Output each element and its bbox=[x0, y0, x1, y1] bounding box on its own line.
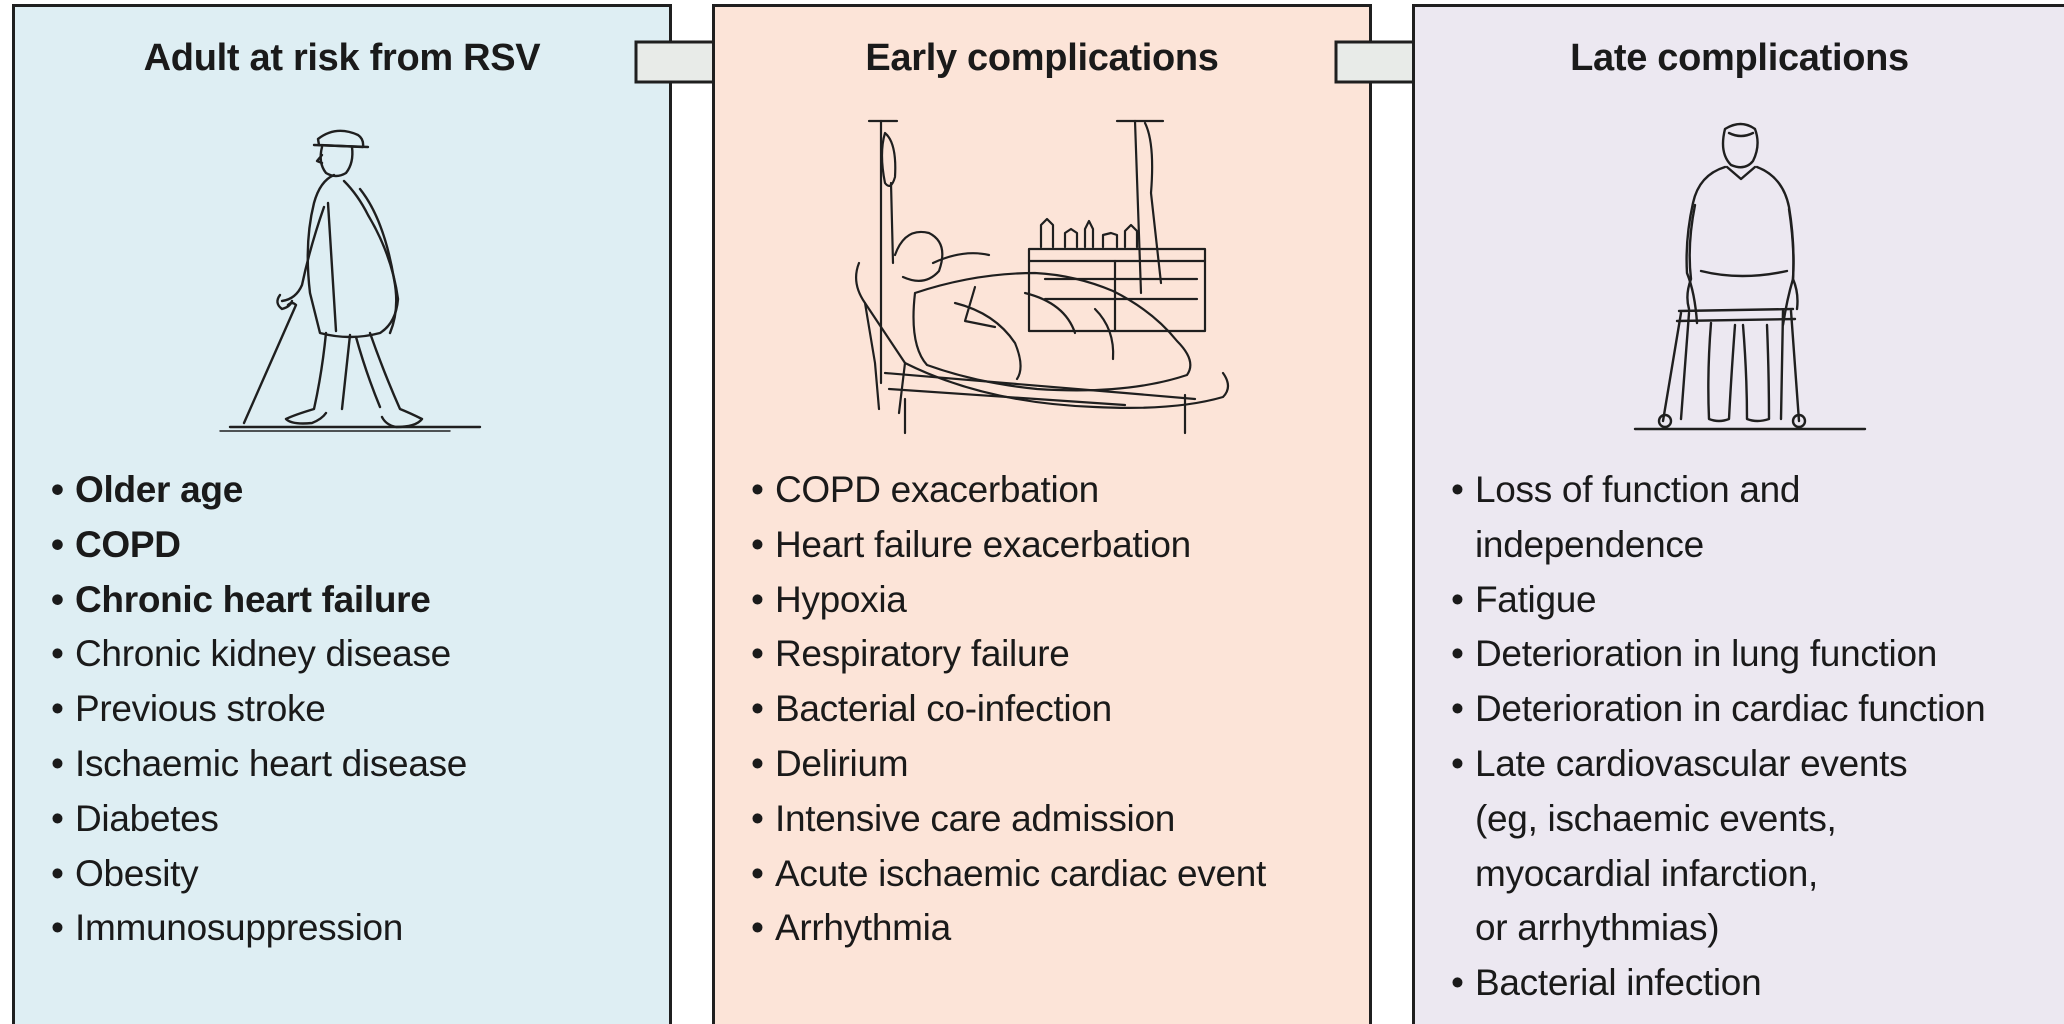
list-item: Loss of function and bbox=[1451, 463, 2054, 518]
list-item: Previous stroke bbox=[51, 682, 659, 737]
hospital-bed-patient-icon bbox=[845, 113, 1235, 443]
risk-factor-list: Older ageCOPDChronic heart failureChroni… bbox=[51, 463, 659, 956]
list-item: Bacterial co-infection bbox=[751, 682, 1359, 737]
list-item: Chronic heart failure bbox=[51, 573, 659, 628]
list-item: (eg, ischaemic events, bbox=[1475, 797, 1837, 839]
list-item: myocardial infarction, bbox=[1475, 852, 1818, 894]
list-item: Bacterial infection bbox=[1451, 956, 2054, 1011]
list-item: COPD bbox=[51, 518, 659, 573]
list-item: independence bbox=[1475, 523, 1704, 565]
list-item: Hypoxia bbox=[751, 573, 1359, 628]
list-item: or arrhythmias) bbox=[1475, 907, 1720, 949]
list-item: Heart failure exacerbation bbox=[751, 518, 1359, 573]
list-item: Delirium bbox=[751, 737, 1359, 792]
list-item: Late cardiovascular events bbox=[1451, 737, 2054, 792]
list-item: Diabetes bbox=[51, 792, 659, 847]
list-item: Intensive care admission bbox=[751, 792, 1359, 847]
list-item: Chronic kidney disease bbox=[51, 627, 659, 682]
person-with-walker-icon bbox=[1615, 115, 1875, 435]
list-item: COPD exacerbation bbox=[751, 463, 1359, 518]
late-complication-list: Loss of function andindependenceFatigueD… bbox=[1451, 463, 2054, 1011]
list-item: Obesity bbox=[51, 847, 659, 902]
list-item: Immunosuppression bbox=[51, 901, 659, 956]
risk-panel-title: Adult at risk from RSV bbox=[143, 37, 541, 79]
list-item: Deterioration in lung function bbox=[1451, 627, 2054, 682]
early-complication-list: COPD exacerbationHeart failure exacerbat… bbox=[751, 463, 1359, 956]
list-item: Arrhythmia bbox=[751, 901, 1359, 956]
early-panel-title: Early complications bbox=[865, 37, 1219, 79]
list-item: Older age bbox=[51, 463, 659, 518]
early-complications-panel: Early complications bbox=[712, 4, 1372, 1024]
late-panel-title: Late complications bbox=[1570, 37, 1909, 79]
list-item: Acute ischaemic cardiac event bbox=[751, 847, 1359, 902]
risk-panel: Adult at risk from RSV bbox=[12, 4, 672, 1024]
list-item: Respiratory failure bbox=[751, 627, 1359, 682]
elderly-man-with-cane-icon bbox=[210, 119, 490, 439]
list-item: Deterioration in cardiac function bbox=[1451, 682, 2054, 737]
list-item: Ischaemic heart disease bbox=[51, 737, 659, 792]
list-item: Fatigue bbox=[1451, 573, 2054, 628]
late-complications-panel: Late complications bbox=[1412, 4, 2064, 1024]
